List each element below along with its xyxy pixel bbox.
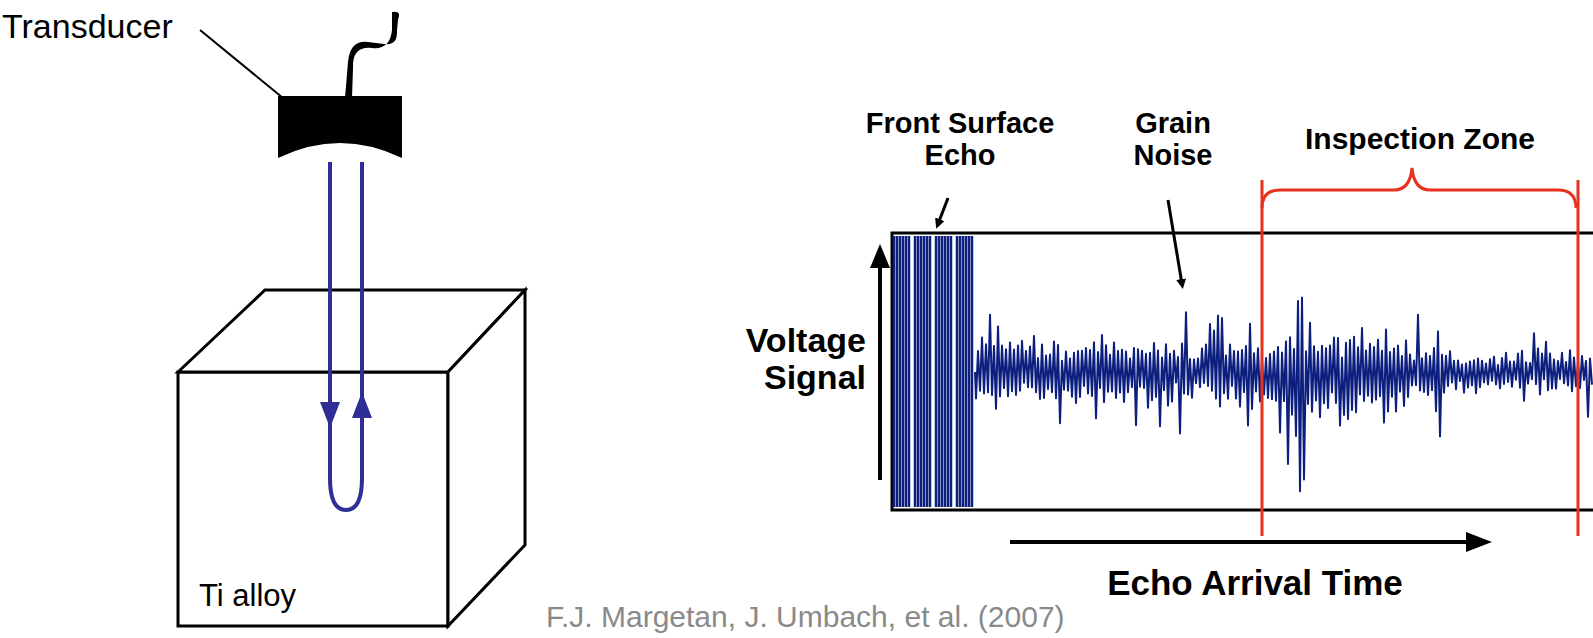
axis-arrow: [878, 262, 882, 480]
axis-arrowhead: [870, 244, 890, 268]
zone-label: Inspection Zone: [1262, 122, 1578, 155]
callout-label: Front Surface Echo: [842, 108, 1078, 172]
part-name: Transducer: [2, 8, 173, 45]
grain-noise-trace: [975, 297, 1592, 491]
callout-arrow: [1168, 200, 1182, 284]
plot-frame: [892, 233, 1593, 510]
citation-caption: F.J. Margetan, J. Umbach, et al. (2007): [546, 600, 1065, 633]
alloy-block: Ti alloy: [181, 375, 445, 623]
block-label: Ti alloy: [199, 579, 296, 613]
axis-arrowhead: [1466, 532, 1492, 552]
inspection-zone-bracket: [1262, 168, 1578, 536]
leader-line: [200, 30, 283, 98]
beam-arrowhead: [352, 392, 372, 418]
axis-label: Echo Arrival Time: [1010, 564, 1500, 603]
callout-label: Grain Noise: [1108, 108, 1238, 172]
signal-trace: [894, 236, 1592, 507]
ultrasound-beam: [330, 162, 362, 510]
axis-label: Voltage Signal: [676, 322, 866, 397]
beam-arrowhead: [320, 402, 340, 428]
axis-arrow: [1010, 540, 1470, 544]
front-echo-trace: [894, 236, 972, 507]
callout-arrow: [938, 198, 948, 224]
ti-block: [178, 290, 525, 626]
transducer-symbol: [278, 96, 402, 158]
cable: [345, 12, 399, 98]
